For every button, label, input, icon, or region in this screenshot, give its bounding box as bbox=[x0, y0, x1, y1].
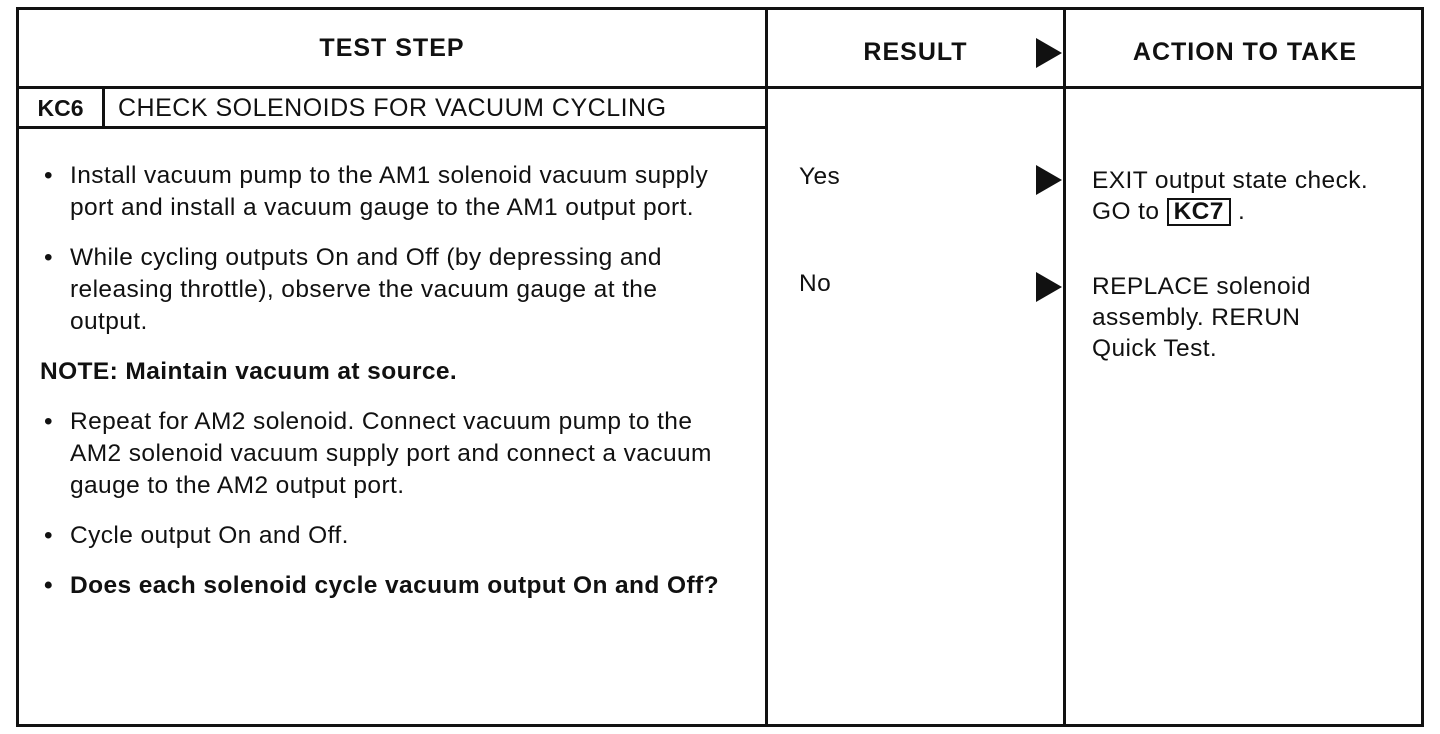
header-test-step: TEST STEP bbox=[319, 34, 465, 62]
note: NOTE: Maintain vacuum at source. bbox=[40, 358, 458, 385]
action-yes-text: EXIT output state check. GO to bbox=[1092, 167, 1369, 225]
step-title: CHECK SOLENOIDS FOR VACUUM CYCLING bbox=[118, 94, 667, 122]
step-reference: KC7 bbox=[1166, 198, 1231, 226]
action-yes: EXIT output state check. GO to KC7 . bbox=[1092, 165, 1402, 227]
arrow-icon bbox=[1036, 272, 1062, 302]
instructions: Install vacuum pump to the AM1 solenoid … bbox=[40, 160, 740, 620]
result-no: No bbox=[799, 270, 832, 297]
step-id: KC6 bbox=[37, 95, 84, 121]
question: Does each solenoid cycle vacuum output O… bbox=[40, 570, 740, 602]
column-divider bbox=[1063, 7, 1066, 727]
instruction-item: Repeat for AM2 solenoid. Connect vacuum … bbox=[40, 406, 740, 502]
action-no: REPLACE solenoid assembly. RERUN Quick T… bbox=[1092, 273, 1311, 362]
result-yes: Yes bbox=[799, 163, 841, 190]
instruction-item: While cycling outputs On and Off (by dep… bbox=[40, 242, 740, 338]
test-table bbox=[16, 7, 1424, 727]
arrow-icon bbox=[1036, 165, 1062, 195]
column-divider bbox=[765, 7, 768, 727]
title-divider bbox=[16, 126, 768, 129]
header-divider bbox=[16, 86, 1424, 89]
step-id-divider bbox=[102, 88, 105, 128]
arrow-icon bbox=[1036, 38, 1062, 68]
header-result: RESULT bbox=[863, 38, 968, 66]
instruction-item: Install vacuum pump to the AM1 solenoid … bbox=[40, 160, 740, 224]
header-action: ACTION TO TAKE bbox=[1132, 38, 1358, 66]
action-yes-end: . bbox=[1238, 198, 1246, 225]
instruction-item: Cycle output On and Off. bbox=[40, 520, 740, 552]
